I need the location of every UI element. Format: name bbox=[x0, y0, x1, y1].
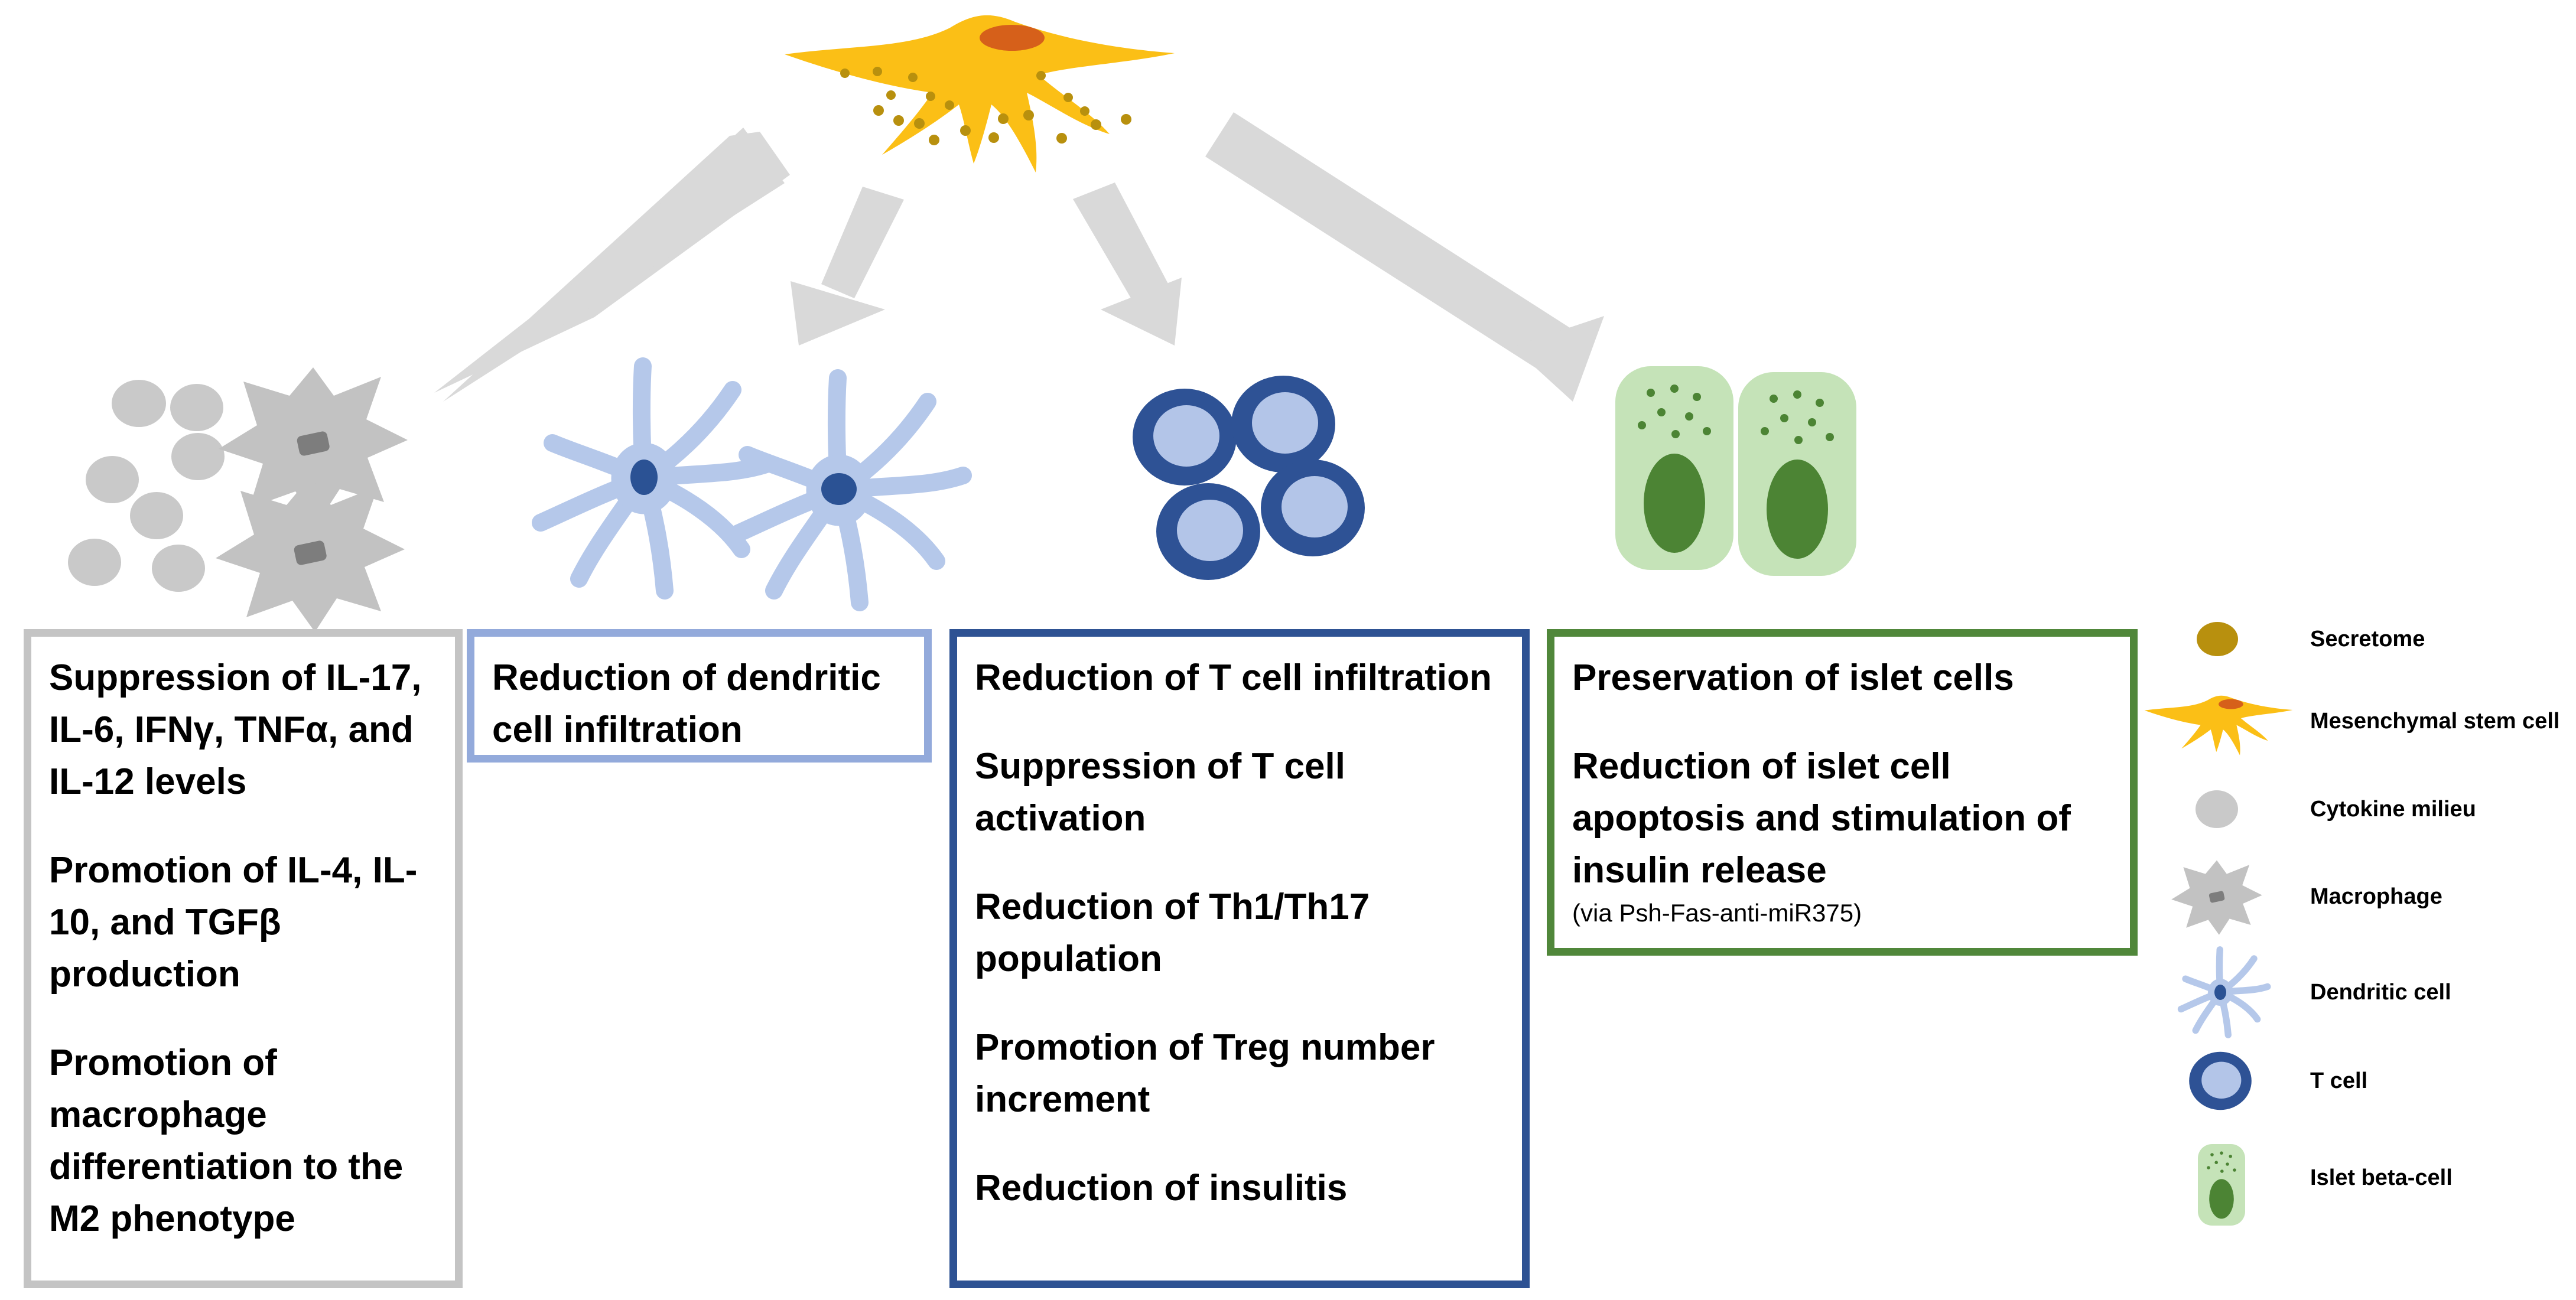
tcell-effect-2: Suppression of T cell activation bbox=[975, 746, 1345, 839]
secretome-icon bbox=[2197, 622, 2238, 656]
islet-effect-2: Reduction of islet cell apoptosis and st… bbox=[1572, 746, 2071, 891]
macrophage-icon bbox=[216, 367, 408, 632]
arrow-to-tcell bbox=[1073, 183, 1182, 346]
dendritic-cell-icon bbox=[2181, 950, 2268, 1035]
legend-label-secretome: Secretome bbox=[2310, 627, 2425, 651]
t-cell-icon bbox=[2189, 1051, 2252, 1110]
tcell-effect-1: Reduction of T cell infiltration bbox=[975, 657, 1492, 698]
arrow-to-cytokine bbox=[434, 128, 790, 402]
islet-effect-1: Preservation of islet cells bbox=[1572, 657, 2014, 698]
islet-effect-note: (via Psh-Fas-anti-miR375) bbox=[1572, 899, 1862, 927]
islet-beta-cell-icon bbox=[2198, 1144, 2245, 1226]
arrow-to-islet bbox=[1205, 112, 1604, 402]
tcell-effect-5: Reduction of insulitis bbox=[975, 1168, 1348, 1208]
t-cell-icon bbox=[1133, 376, 1365, 580]
islet-effects-box: Preservation of islet cells Reduction of… bbox=[1547, 629, 2138, 956]
cytokine-effect-1: Suppression of IL-17, IL-6, IFNγ, TNFα, … bbox=[49, 657, 422, 802]
cytokine-effect-2: Promotion of IL-4, IL-10, and TGFβ produ… bbox=[49, 850, 418, 995]
mesenchymal-stem-cell-icon bbox=[785, 15, 1175, 173]
dendritic-cell-icon bbox=[541, 366, 963, 602]
dendritic-effects-box: Reduction of dendritic cell infiltration bbox=[467, 629, 932, 763]
dendritic-effect-1: Reduction of dendritic cell infiltration bbox=[492, 657, 881, 750]
macrophage-icon bbox=[2171, 860, 2262, 935]
tcell-effect-3: Reduction of Th1/Th17 population bbox=[975, 887, 1370, 979]
islet-beta-cell-icon bbox=[1615, 366, 1856, 576]
legend-icons bbox=[2144, 622, 2293, 1226]
tcell-effect-4: Promotion of Treg number increment bbox=[975, 1027, 1435, 1120]
legend-label-islet: Islet beta-cell bbox=[2310, 1165, 2453, 1190]
legend-label-cytokine: Cytokine milieu bbox=[2310, 797, 2476, 822]
mesenchymal-stem-cell-icon bbox=[2144, 695, 2293, 755]
cytokine-icon bbox=[2196, 790, 2238, 828]
legend-label-macrophage: Macrophage bbox=[2310, 884, 2442, 909]
tcell-effects-box: Reduction of T cell infiltration Suppres… bbox=[949, 629, 1530, 1288]
cytokine-icon bbox=[68, 380, 225, 592]
legend-label-dendritic: Dendritic cell bbox=[2310, 980, 2451, 1005]
arrow-to-dendritic bbox=[791, 187, 904, 346]
cytokine-effect-3: Promotion of macrophage differentiation … bbox=[49, 1042, 404, 1239]
cytokine-effects-box: Suppression of IL-17, IL-6, IFNγ, TNFα, … bbox=[24, 629, 463, 1288]
legend-label-tcell: T cell bbox=[2310, 1068, 2368, 1093]
legend-label-msc: Mesenchymal stem cell bbox=[2310, 709, 2560, 734]
